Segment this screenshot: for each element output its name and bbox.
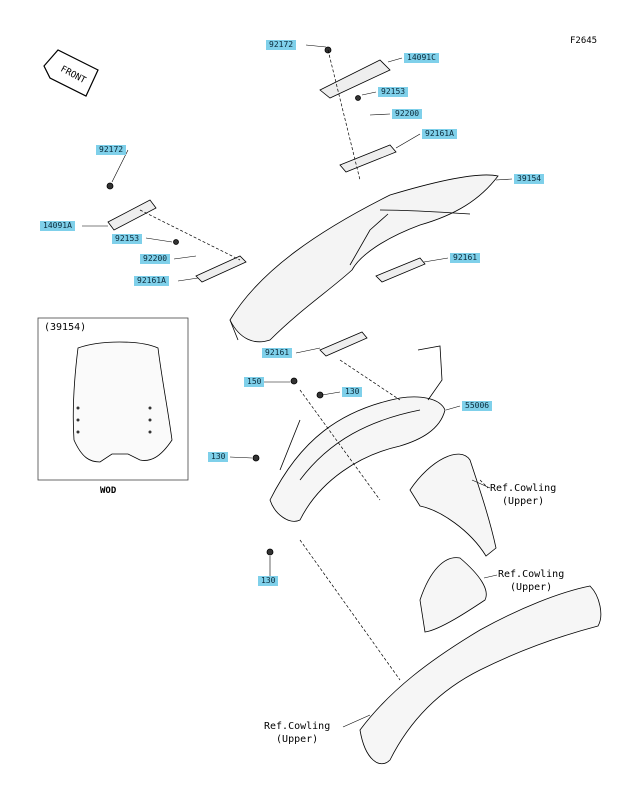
cowling-bracket-2 xyxy=(419,557,487,633)
ref-cowling-2-line2: (Upper) xyxy=(510,582,553,593)
bolt-icon xyxy=(106,182,114,190)
cowling-bracket-1 xyxy=(409,453,497,557)
callout-130-upper[interactable]: 130 xyxy=(342,387,363,397)
callout-92172-top[interactable]: 92172 xyxy=(266,40,297,50)
callout-92161-right[interactable]: 92161 xyxy=(450,253,481,263)
ref-cowling-1-line2: (Upper) xyxy=(502,496,545,507)
callout-92172-left[interactable]: 92172 xyxy=(96,145,127,155)
callout-55006[interactable]: 55006 xyxy=(462,401,493,411)
bracket-14091c xyxy=(319,59,391,99)
washer-icon xyxy=(355,95,361,101)
inset-box xyxy=(37,317,189,481)
ref-cowling-2: Ref.Cowling (Upper) xyxy=(498,568,564,594)
ref-cowling-3-line1: Ref.Cowling xyxy=(264,721,331,732)
callout-39154[interactable]: 39154 xyxy=(514,174,545,184)
callout-14091a[interactable]: 14091A xyxy=(40,221,75,231)
callout-14091c[interactable]: 14091C xyxy=(404,53,439,63)
callout-150[interactable]: 150 xyxy=(244,377,265,387)
ref-cowling-3-line2: (Upper) xyxy=(276,734,319,745)
washer-icon xyxy=(173,239,179,245)
ref-cowling-1: Ref.Cowling (Upper) xyxy=(490,482,556,508)
callout-92161a-top[interactable]: 92161A xyxy=(422,129,457,139)
callout-130-lower[interactable]: 130 xyxy=(258,576,279,586)
bracket-92161a-left xyxy=(195,255,247,283)
bolt-icon xyxy=(266,548,274,556)
ref-cowling-3: Ref.Cowling (Upper) xyxy=(264,720,330,746)
cowling-frame xyxy=(359,585,602,765)
callout-92200-top[interactable]: 92200 xyxy=(392,109,423,119)
callout-92153-top[interactable]: 92153 xyxy=(378,87,409,97)
bolt-icon xyxy=(252,454,260,462)
front-arrow-icon xyxy=(43,49,99,97)
callout-92161-bottom[interactable]: 92161 xyxy=(262,348,293,358)
windshield-part xyxy=(229,174,499,343)
bracket-92161-bottom xyxy=(319,331,368,357)
bracket-92161-right xyxy=(375,257,426,283)
callout-130-left[interactable]: 130 xyxy=(208,452,229,462)
inset-windshield-part xyxy=(72,341,173,463)
bracket-14091a xyxy=(107,199,157,231)
callout-92200-left[interactable]: 92200 xyxy=(140,254,171,264)
figure-id: F2645 xyxy=(570,36,598,46)
ref-cowling-1-line1: Ref.Cowling xyxy=(490,483,557,494)
callout-92161a-left[interactable]: 92161A xyxy=(134,276,169,286)
callout-92153-left[interactable]: 92153 xyxy=(112,234,143,244)
stay-55006-part xyxy=(269,345,446,522)
bolt-icon xyxy=(290,377,298,385)
inset-caption: WOD xyxy=(100,486,117,496)
inset-title: (39154) xyxy=(44,322,87,333)
bracket-92161a-top xyxy=(339,144,397,173)
ref-cowling-2-line1: Ref.Cowling xyxy=(498,569,565,580)
